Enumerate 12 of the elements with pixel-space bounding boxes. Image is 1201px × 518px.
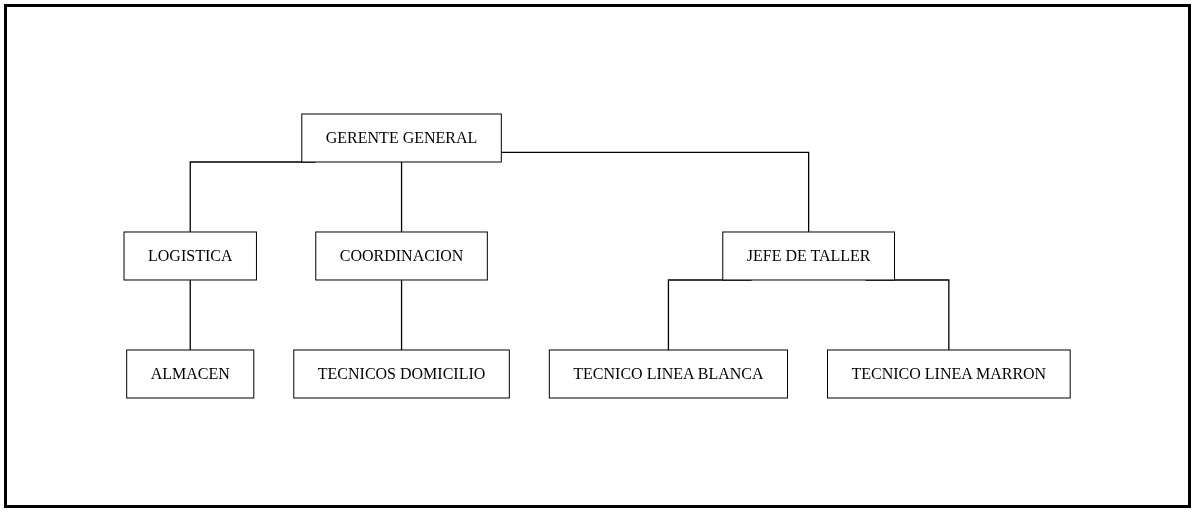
connector [401, 279, 403, 351]
connector [501, 151, 810, 233]
node-box: COORDINACION [315, 231, 489, 281]
connector [190, 279, 192, 351]
node-box: TECNICO LINEA BLANCA [549, 349, 789, 399]
connector [401, 161, 403, 233]
node-box: GERENTE GENERAL [301, 113, 503, 163]
node-box: ALMACEN [126, 349, 255, 399]
node-box: LOGISTICA [123, 231, 258, 281]
node-box: TECNICO LINEA MARRON [827, 349, 1072, 399]
node-box: JEFE DE TALLER [722, 231, 896, 281]
node-box: TECNICOS DOMICILIO [293, 349, 511, 399]
